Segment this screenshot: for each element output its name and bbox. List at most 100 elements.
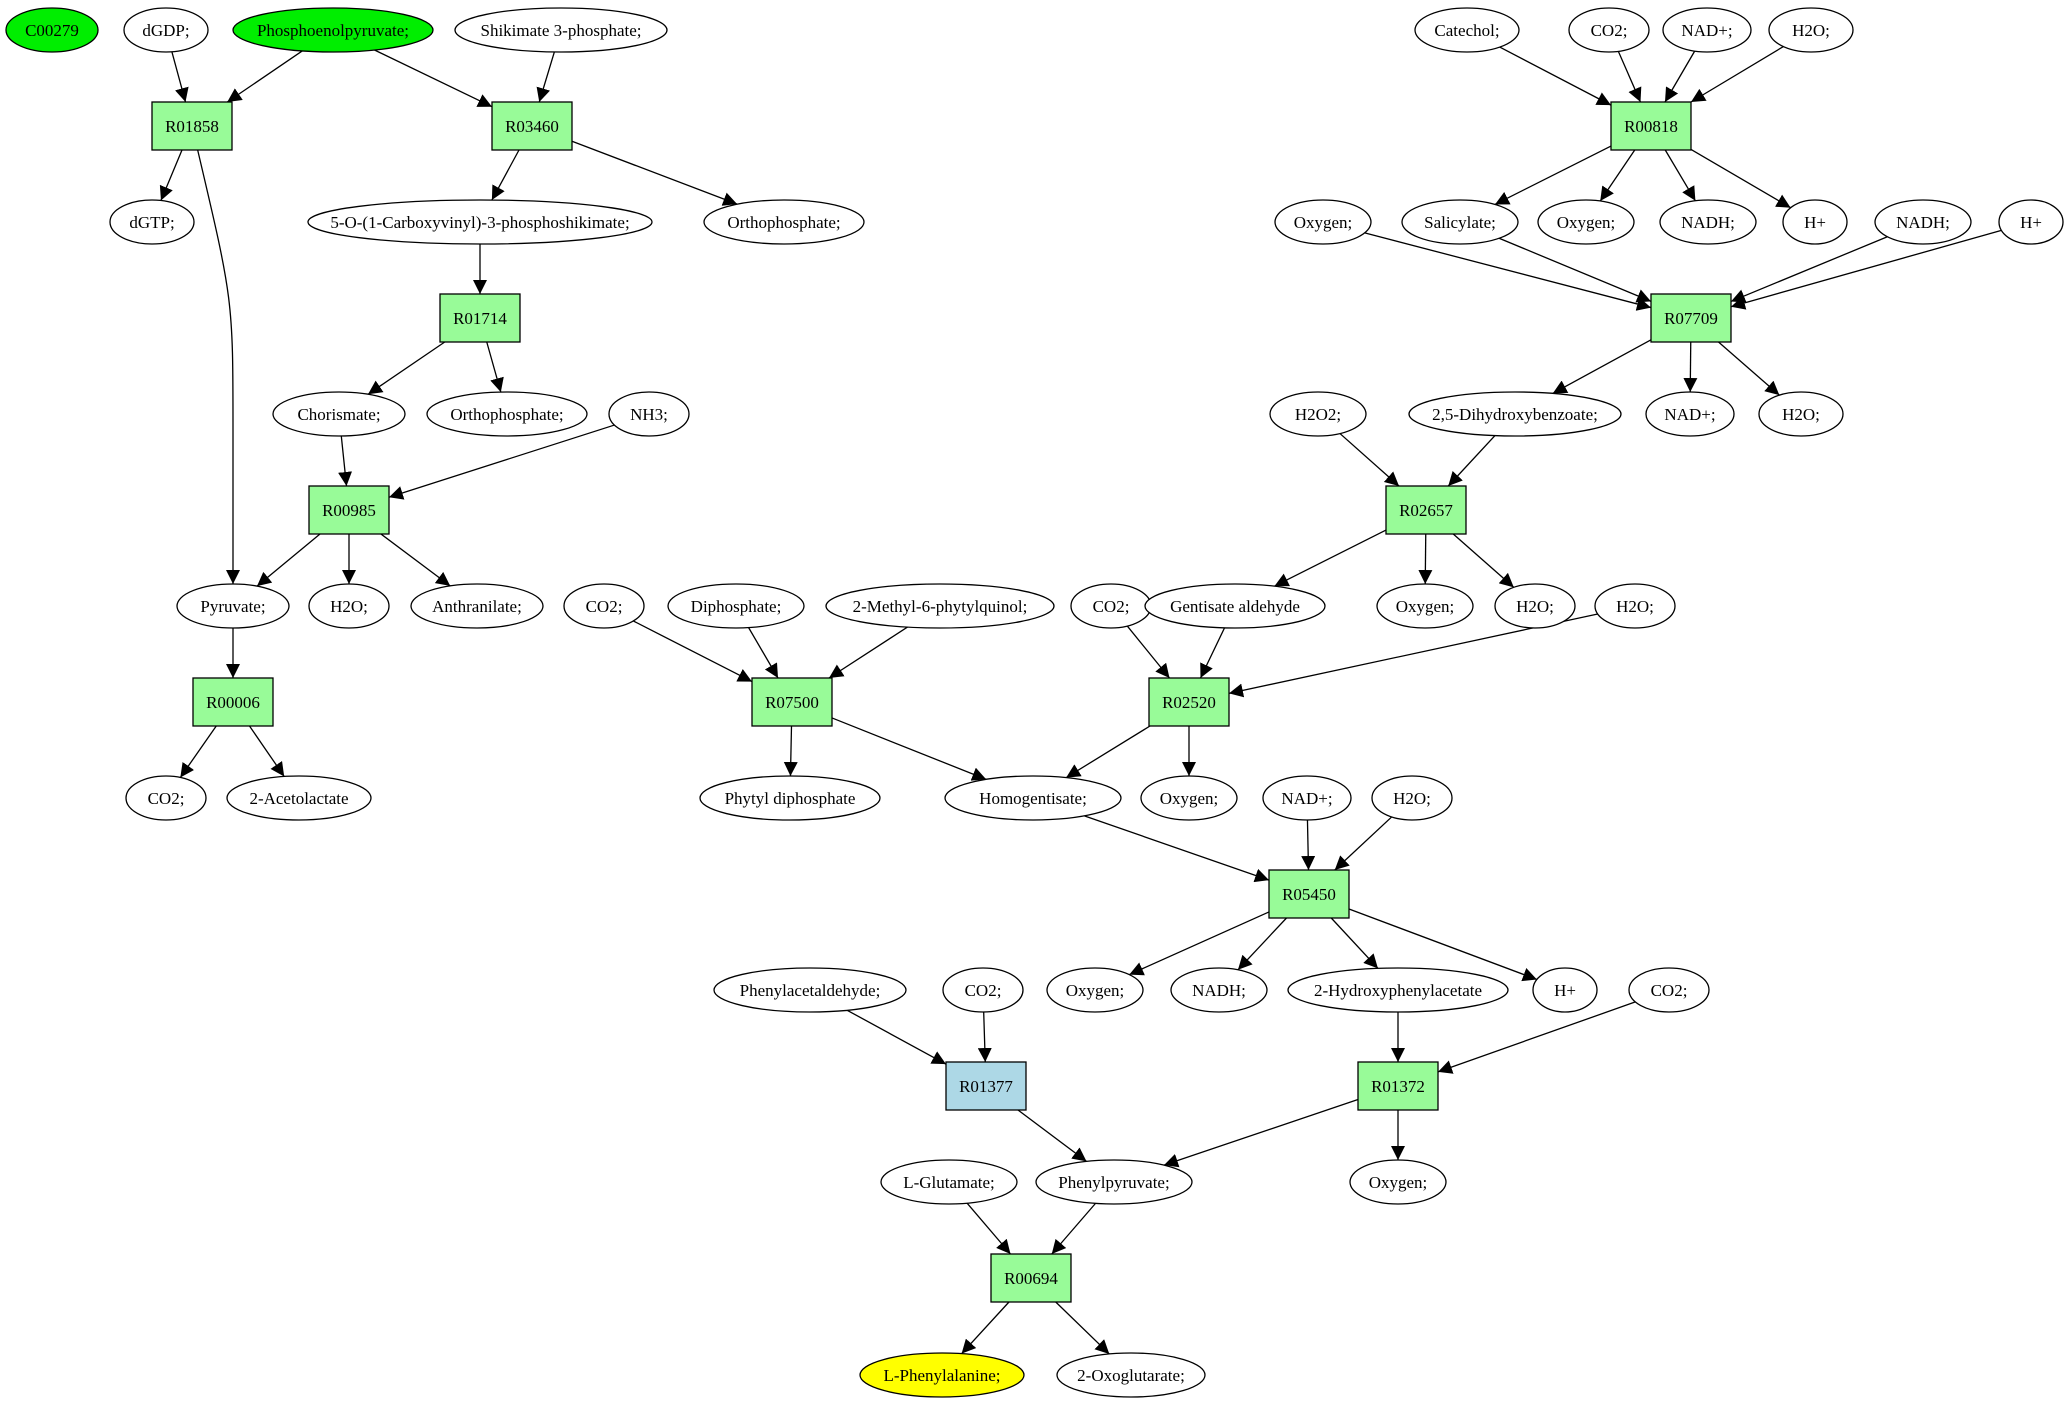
reaction-node-R01377[interactable]: R01377 xyxy=(945,1061,1027,1111)
compound-node-co2_b[interactable]: CO2; xyxy=(563,583,645,629)
reaction-node-R03460[interactable]: R03460 xyxy=(491,101,573,151)
compound-node-oxy_e[interactable]: Oxygen; xyxy=(1046,967,1144,1013)
reaction-node-R02520[interactable]: R02520 xyxy=(1148,677,1230,727)
compound-ellipse xyxy=(1645,391,1735,437)
reaction-box xyxy=(945,1061,1027,1111)
compound-node-co2_a[interactable]: CO2; xyxy=(1568,7,1650,53)
compound-node-h2o_f[interactable]: H2O; xyxy=(1371,775,1453,821)
compound-node-co2_c[interactable]: CO2; xyxy=(1070,583,1152,629)
reaction-node-R00694[interactable]: R00694 xyxy=(990,1253,1072,1303)
reaction-box xyxy=(1268,869,1350,919)
compound-ellipse xyxy=(1532,967,1598,1013)
reaction-node-R02657[interactable]: R02657 xyxy=(1385,485,1467,535)
compound-node-orthop_a[interactable]: Orthophosphate; xyxy=(703,199,865,245)
compound-ellipse xyxy=(944,775,1122,821)
compound-node-nadh_a[interactable]: NADH; xyxy=(1659,199,1757,245)
compound-node-h2o_c[interactable]: H2O; xyxy=(308,583,390,629)
edge-R00818-to-hp_a xyxy=(1690,148,1791,209)
edge-phpyr-to-R00694 xyxy=(1051,1202,1097,1255)
node-label: NAD+; xyxy=(1281,789,1332,808)
compound-node-catechol[interactable]: Catechol; xyxy=(1414,7,1520,53)
reaction-node-R00985[interactable]: R00985 xyxy=(308,485,390,535)
compound-node-oxy_c[interactable]: Oxygen; xyxy=(1376,583,1474,629)
compound-node-h2o_a[interactable]: H2O; xyxy=(1768,7,1854,53)
compound-node-nadp_a[interactable]: NAD+; xyxy=(1662,7,1752,53)
compound-ellipse xyxy=(454,7,668,53)
node-label: Catechol; xyxy=(1434,21,1499,40)
compound-node-h2o_d[interactable]: H2O; xyxy=(1494,583,1576,629)
edge-dhb-to-R02657 xyxy=(1447,435,1496,487)
reaction-node-R05450[interactable]: R05450 xyxy=(1268,869,1350,919)
compound-node-nadh_b[interactable]: NADH; xyxy=(1874,199,1972,245)
node-label: H+ xyxy=(2020,213,2042,232)
compound-node-shik3p[interactable]: Shikimate 3-phosphate; xyxy=(454,7,668,53)
compound-node-h2o_b[interactable]: H2O; xyxy=(1758,391,1844,437)
compound-node-chor[interactable]: Chorismate; xyxy=(272,391,406,437)
compound-node-acetol[interactable]: 2-Acetolactate xyxy=(226,775,372,821)
reaction-node-R01714[interactable]: R01714 xyxy=(439,293,521,343)
compound-node-glu[interactable]: L-Glutamate; xyxy=(880,1159,1018,1205)
edge-nh3-to-R00985 xyxy=(388,424,615,500)
node-label: 2,5-Dihydroxybenzoate; xyxy=(1432,405,1598,424)
compound-node-co2_f[interactable]: CO2; xyxy=(1628,967,1710,1013)
compound-node-phytyl[interactable]: Phytyl diphosphate xyxy=(699,775,881,821)
node-label: H2O; xyxy=(330,597,368,616)
compound-node-h2o2[interactable]: H2O2; xyxy=(1269,391,1367,437)
compound-node-nadp_c[interactable]: NAD+; xyxy=(1262,775,1352,821)
compound-node-h2o_e[interactable]: H2O; xyxy=(1594,583,1676,629)
compound-node-oxy_b[interactable]: Oxygen; xyxy=(1537,199,1635,245)
compound-node-orthop_b[interactable]: Orthophosphate; xyxy=(426,391,588,437)
compound-node-mpq[interactable]: 2-Methyl-6-phytylquinol; xyxy=(825,583,1055,629)
edge-R01858-to-dgtp xyxy=(159,149,183,201)
compound-node-ocps[interactable]: 5-O-(1-Carboxyvinyl)-3-phosphoshikimate; xyxy=(307,199,653,245)
compound-node-co2_e[interactable]: CO2; xyxy=(942,967,1024,1013)
reaction-node-R07709[interactable]: R07709 xyxy=(1650,293,1732,343)
reaction-node-R07500[interactable]: R07500 xyxy=(751,677,833,727)
compound-node-hp_a[interactable]: H+ xyxy=(1782,199,1848,245)
edge-catechol-to-R00818 xyxy=(1499,46,1612,106)
compound-ellipse xyxy=(1782,199,1848,245)
node-label: CO2; xyxy=(1093,597,1130,616)
compound-ellipse xyxy=(1537,199,1635,245)
compound-node-anth[interactable]: Anthranilate; xyxy=(410,583,544,629)
node-label: dGTP; xyxy=(129,213,174,232)
reaction-node-R01858[interactable]: R01858 xyxy=(151,101,233,151)
compound-node-nadp_b[interactable]: NAD+; xyxy=(1645,391,1735,437)
compound-node-oxy_a[interactable]: Oxygen; xyxy=(1274,199,1372,245)
compound-node-phpyr[interactable]: Phenylpyruvate; xyxy=(1035,1159,1193,1205)
edge-co2_f-to-R01372 xyxy=(1437,1001,1636,1074)
compound-node-pep[interactable]: Phosphoenolpyruvate; xyxy=(232,7,434,53)
reaction-node-R01372[interactable]: R01372 xyxy=(1357,1061,1439,1111)
compound-node-gentald[interactable]: Gentisate aldehyde xyxy=(1144,583,1326,629)
compound-node-oxy_f[interactable]: Oxygen; xyxy=(1349,1159,1447,1205)
compound-node-homog[interactable]: Homogentisate; xyxy=(944,775,1122,821)
edge-h2o2-to-R02657 xyxy=(1339,433,1400,487)
compound-node-dgdp[interactable]: dGDP; xyxy=(123,7,209,53)
compound-node-nadh_c[interactable]: NADH; xyxy=(1170,967,1268,1013)
edge-R01858-to-pyr xyxy=(197,149,240,584)
reaction-node-R00818[interactable]: R00818 xyxy=(1610,101,1692,151)
compound-node-oxoglu[interactable]: 2-Oxoglutarate; xyxy=(1056,1352,1206,1398)
compound-node-hp_b[interactable]: H+ xyxy=(1998,199,2064,245)
compound-node-dhb[interactable]: 2,5-Dihydroxybenzoate; xyxy=(1408,391,1622,437)
reaction-box xyxy=(1385,485,1467,535)
reaction-node-R00006[interactable]: R00006 xyxy=(192,677,274,727)
compound-node-salic[interactable]: Salicylate; xyxy=(1401,199,1519,245)
compound-node-hp_c[interactable]: H+ xyxy=(1532,967,1598,1013)
node-label: CO2; xyxy=(1651,981,1688,1000)
compound-ellipse xyxy=(232,7,434,53)
compound-node-pyr[interactable]: Pyruvate; xyxy=(176,583,290,629)
compound-node-dgtp[interactable]: dGTP; xyxy=(109,199,195,245)
edge-R05450-to-hp_c xyxy=(1348,908,1538,982)
edge-R00818-to-salic xyxy=(1494,145,1612,206)
compound-node-oxy_d[interactable]: Oxygen; xyxy=(1140,775,1238,821)
compound-node-c00279[interactable]: C00279 xyxy=(5,7,99,53)
compound-node-hpa[interactable]: 2-Hydroxyphenylacetate xyxy=(1287,967,1509,1013)
compound-node-nh3[interactable]: NH3; xyxy=(608,391,690,437)
edge-R03460-to-ocps xyxy=(491,149,520,201)
compound-node-lphe[interactable]: L-Phenylalanine; xyxy=(859,1352,1025,1398)
compound-node-co2_d[interactable]: CO2; xyxy=(125,775,207,821)
edge-R01372-to-phpyr xyxy=(1163,1098,1359,1168)
compound-node-phacald[interactable]: Phenylacetaldehyde; xyxy=(713,967,907,1013)
compound-node-diph[interactable]: Diphosphate; xyxy=(667,583,805,629)
